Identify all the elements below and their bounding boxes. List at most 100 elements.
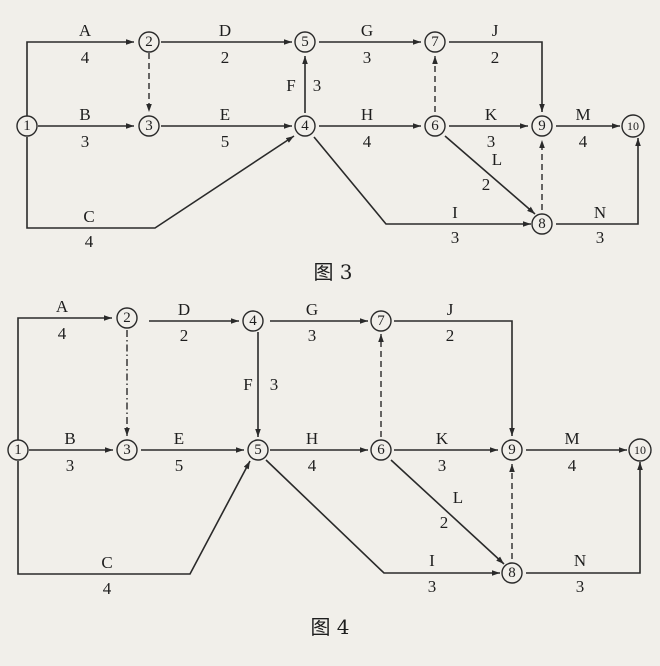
activity-m-duration: 4 xyxy=(568,456,577,475)
node-2: 2 xyxy=(138,31,160,53)
activity-g-name: G xyxy=(306,300,318,319)
svg-text:7: 7 xyxy=(431,34,439,50)
node-10: 10 xyxy=(628,438,652,462)
activity-d-name: D xyxy=(219,21,231,40)
activity-i-name: I xyxy=(429,551,435,570)
activity-n-duration: 3 xyxy=(596,228,605,247)
node-10: 10 xyxy=(621,114,645,138)
svg-text:9: 9 xyxy=(538,118,546,134)
activity-j-arrow xyxy=(394,320,515,436)
activity-f-duration: 3 xyxy=(313,76,322,95)
node-2: 2 xyxy=(116,307,138,329)
activity-a-name: A xyxy=(56,297,69,316)
activity-n-arrow xyxy=(556,138,641,225)
activity-j-name: J xyxy=(492,21,499,40)
svg-text:10: 10 xyxy=(627,119,639,133)
node-6: 6 xyxy=(424,115,446,137)
activity-n-arrow xyxy=(526,462,643,574)
activity-m-name: M xyxy=(564,429,579,448)
activity-c-name: C xyxy=(83,207,94,226)
activity-b-duration: 3 xyxy=(81,132,90,151)
node-1: 1 xyxy=(7,439,29,461)
node-9: 9 xyxy=(501,439,523,461)
node-3: 3 xyxy=(138,115,160,137)
activity-h-name: H xyxy=(361,105,373,124)
activity-j-arrow xyxy=(449,41,545,112)
figure-4-caption: 图 4 xyxy=(310,615,349,639)
svg-text:5: 5 xyxy=(254,442,262,458)
activity-l-arrow xyxy=(444,135,536,215)
activity-l-name: L xyxy=(492,150,502,169)
activity-h-duration: 4 xyxy=(308,456,317,475)
activity-c-duration: 4 xyxy=(103,579,112,598)
activity-i-duration: 3 xyxy=(451,228,460,247)
svg-text:4: 4 xyxy=(249,313,257,329)
node-8: 8 xyxy=(501,562,523,584)
figure-3-caption: 图 3 xyxy=(313,260,352,284)
activity-a-duration: 4 xyxy=(58,324,67,343)
node-4: 4 xyxy=(294,115,316,137)
activity-f-name: F xyxy=(243,375,252,394)
activity-b-name: B xyxy=(64,429,75,448)
activity-c-name: C xyxy=(101,553,112,572)
activity-d-name: D xyxy=(178,300,190,319)
figure-3: 1 2 3 4 5 6 7 8 9 10 A 4 B 3 C 4 D 2 E 5… xyxy=(16,21,645,284)
activity-d-duration: 2 xyxy=(180,326,189,345)
activity-g-duration: 3 xyxy=(308,326,317,345)
svg-text:3: 3 xyxy=(123,442,131,458)
activity-m-name: M xyxy=(575,105,590,124)
activity-a-duration: 4 xyxy=(81,48,90,67)
activity-b-name: B xyxy=(79,105,90,124)
activity-b-duration: 3 xyxy=(66,456,75,475)
figure-4: 1 2 3 4 5 6 7 8 9 10 A 4 B 3 C 4 D 2 E 5… xyxy=(7,297,652,639)
activity-g-name: G xyxy=(361,21,373,40)
svg-text:5: 5 xyxy=(301,34,309,50)
svg-text:6: 6 xyxy=(377,442,385,458)
activity-e-duration: 5 xyxy=(221,132,230,151)
node-8: 8 xyxy=(531,213,553,235)
svg-text:6: 6 xyxy=(431,118,439,134)
node-7: 7 xyxy=(370,310,392,332)
activity-j-duration: 2 xyxy=(446,326,455,345)
svg-text:3: 3 xyxy=(145,118,153,134)
activity-j-name: J xyxy=(447,300,454,319)
svg-text:2: 2 xyxy=(145,34,153,50)
activity-l-arrow xyxy=(390,459,505,565)
activity-n-name: N xyxy=(574,551,586,570)
activity-i-duration: 3 xyxy=(428,577,437,596)
activity-d-duration: 2 xyxy=(221,48,230,67)
activity-f-duration: 3 xyxy=(270,375,279,394)
node-7: 7 xyxy=(424,31,446,53)
activity-l-duration: 2 xyxy=(482,175,491,194)
activity-j-duration: 2 xyxy=(491,48,500,67)
svg-text:8: 8 xyxy=(538,216,546,232)
activity-e-name: E xyxy=(174,429,184,448)
activity-k-duration: 3 xyxy=(487,132,496,151)
activity-i-arrow xyxy=(313,136,531,227)
svg-text:10: 10 xyxy=(634,443,646,457)
activity-k-duration: 3 xyxy=(438,456,447,475)
activity-a-name: A xyxy=(79,21,92,40)
activity-c-arrow xyxy=(17,460,251,575)
activity-k-name: K xyxy=(485,105,498,124)
node-1: 1 xyxy=(16,115,38,137)
node-4: 4 xyxy=(242,310,264,332)
activity-l-name: L xyxy=(453,488,463,507)
activity-c-duration: 4 xyxy=(85,232,94,251)
node-9: 9 xyxy=(531,115,553,137)
svg-text:9: 9 xyxy=(508,442,516,458)
activity-f-name: F xyxy=(286,76,295,95)
activity-m-duration: 4 xyxy=(579,132,588,151)
activity-h-name: H xyxy=(306,429,318,448)
activity-i-arrow xyxy=(265,459,500,576)
node-3: 3 xyxy=(116,439,138,461)
activity-h-duration: 4 xyxy=(363,132,372,151)
svg-text:1: 1 xyxy=(14,442,22,458)
activity-a-arrow xyxy=(17,315,112,440)
activity-e-name: E xyxy=(220,105,230,124)
svg-text:8: 8 xyxy=(508,565,516,581)
node-5: 5 xyxy=(247,439,269,461)
svg-text:7: 7 xyxy=(377,313,385,329)
activity-k-name: K xyxy=(436,429,449,448)
